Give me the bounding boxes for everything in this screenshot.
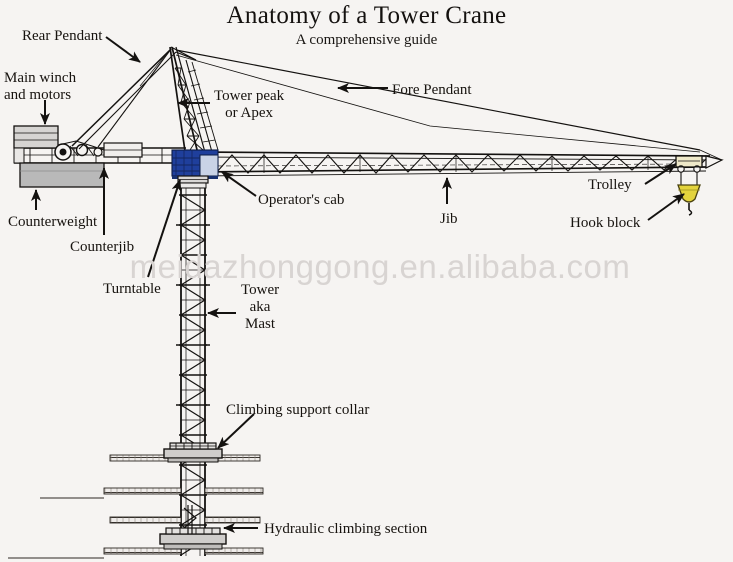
label-rear-pendant: Rear Pendant [22,28,103,44]
label-climbing-support-collar: Climbing support collar [226,402,370,418]
building-floor-slabs [8,454,264,559]
label-fore-pendant: Fore Pendant [392,82,472,98]
label-trolley: Trolley [588,177,632,193]
label-jib: Jib [440,211,458,227]
arrow-hook-block [647,193,685,221]
label-turntable: Turntable [103,281,161,297]
rear-pendant-cables [71,48,177,150]
arrow-rear-pendant [105,36,141,63]
label-tower-peak-or-apex: Tower peak or Apex [214,88,285,121]
jib-structure [186,149,724,177]
label-operators-cab: Operator's cab [258,192,345,208]
arrow-climbing-collar [217,413,255,449]
fore-pendant-cables [175,49,701,153]
label-counterjib: Counterjib [70,239,135,255]
label-tower-aka-mast: Tower aka Mast [241,282,280,332]
page-title: Anatomy of a Tower Crane [226,2,507,29]
label-main-winch-and-motors: Main winch and motors [4,70,77,103]
label-counterweight: Counterweight [8,214,98,230]
climbing-support-collar [163,442,223,463]
counterweight-block [19,162,105,188]
counterjib-structure [13,125,186,164]
mast-structure [176,188,210,556]
operators-cab [171,149,219,179]
hydraulic-climbing-section [159,505,227,550]
label-hydraulic-climbing-section: Hydraulic climbing section [264,521,428,537]
leader-arrows [31,36,685,533]
turntable [177,175,209,189]
arrow-operators-cab [221,171,257,197]
arrow-trolley [644,163,677,185]
trolley-assembly [675,155,703,186]
label-hook-block: Hook block [570,215,641,231]
page-subtitle: A comprehensive guide [295,32,438,48]
arrow-turntable [147,179,182,278]
